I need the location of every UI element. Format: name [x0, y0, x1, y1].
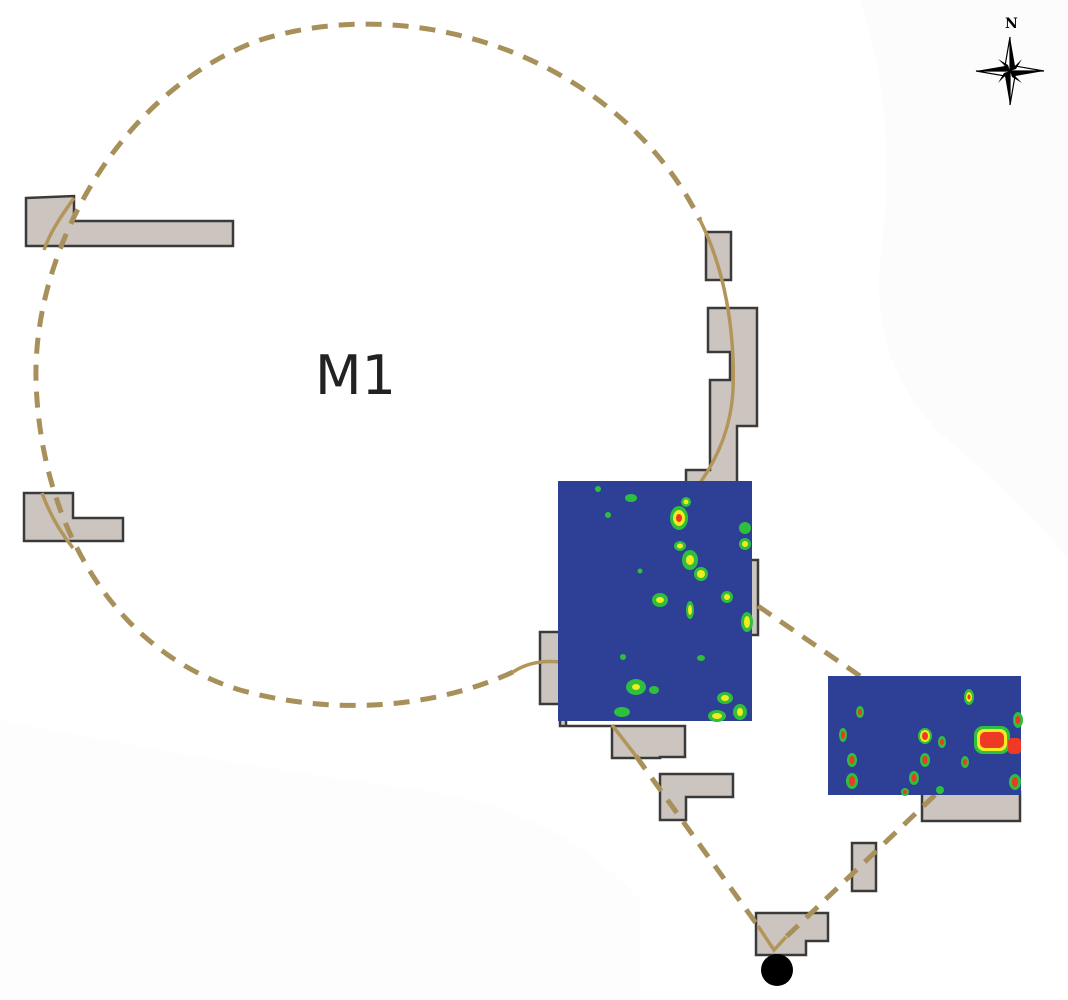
- route-segment-east: [698, 219, 735, 484]
- heatmap-east: [828, 676, 1023, 796]
- building-east-long: [684, 306, 759, 485]
- route-end-marker: [761, 954, 793, 986]
- route-lines: [33, 21, 937, 953]
- north-label: N: [1005, 16, 1018, 32]
- building-west: [22, 491, 125, 543]
- route-south-end-segment: [756, 925, 788, 953]
- buildings: [22, 194, 1022, 957]
- route-to-east-heatmap: [756, 603, 862, 679]
- heatmap-east-hotspots: [839, 689, 1023, 796]
- building-southeast: [920, 790, 1022, 823]
- route-loop-dashed: [33, 21, 703, 708]
- building-southeast-small: [850, 841, 878, 893]
- route-segment-northwest: [42, 196, 76, 251]
- building-northwest: [24, 194, 235, 248]
- compass-rose-icon: N: [975, 16, 1045, 106]
- heatmap-central-hotspots: [595, 486, 753, 722]
- heatmap-central: [558, 481, 753, 722]
- building-south-l: [658, 772, 735, 822]
- route-segment-central: [512, 659, 561, 674]
- site-label: M1: [315, 344, 396, 407]
- route-south-east-dashed: [784, 793, 937, 939]
- route-segment-west: [40, 492, 75, 550]
- route-south-west-leg: [610, 723, 638, 758]
- route-south-west-dashed: [633, 754, 761, 928]
